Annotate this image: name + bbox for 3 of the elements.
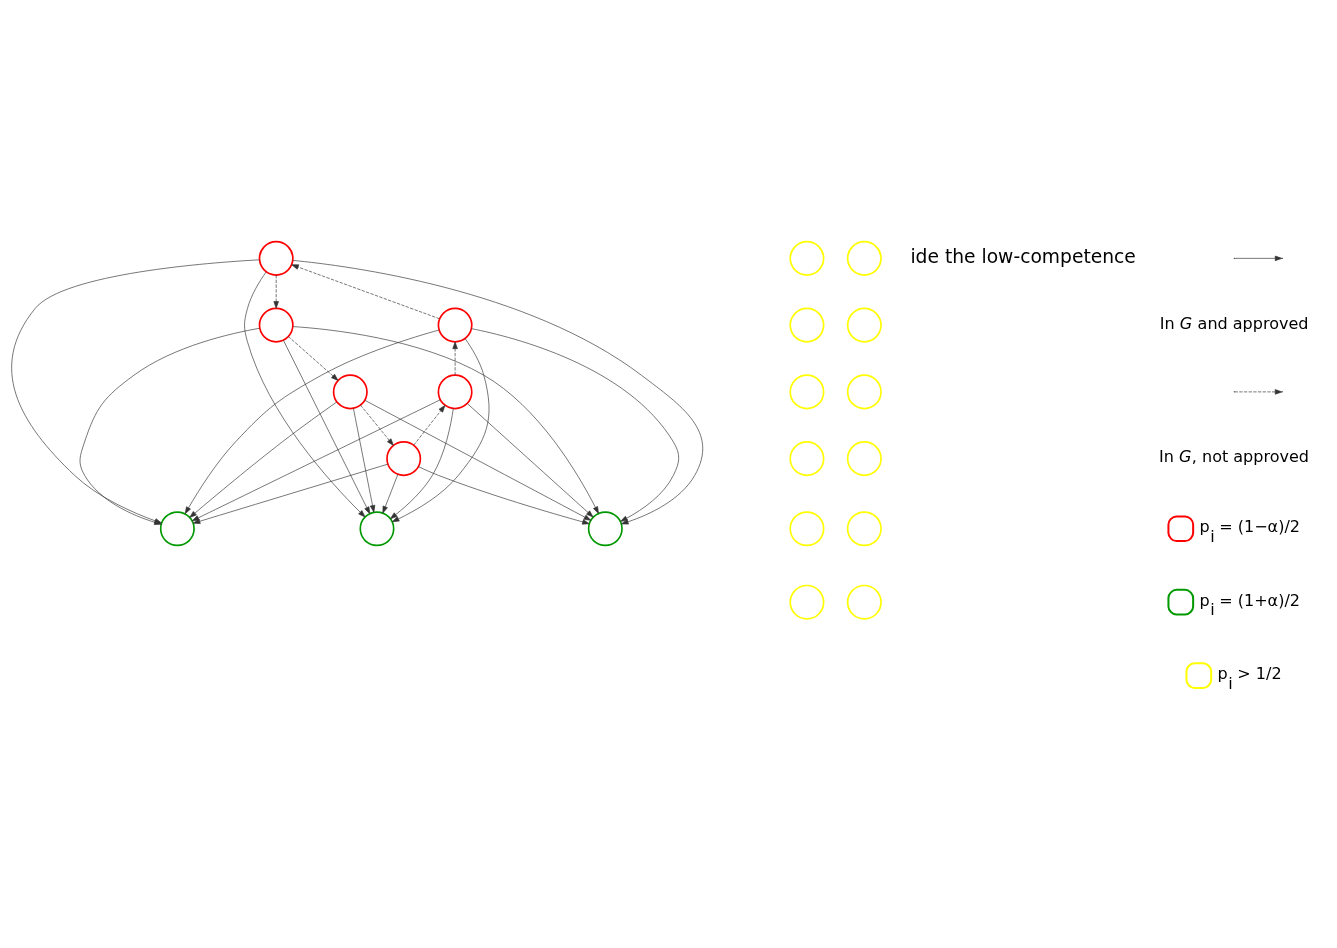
label: ide the low-competence — [910, 245, 1136, 267]
legend-label: In G and approved — [1159, 313, 1309, 333]
legend-label: In G, not approved — [1159, 447, 1309, 467]
